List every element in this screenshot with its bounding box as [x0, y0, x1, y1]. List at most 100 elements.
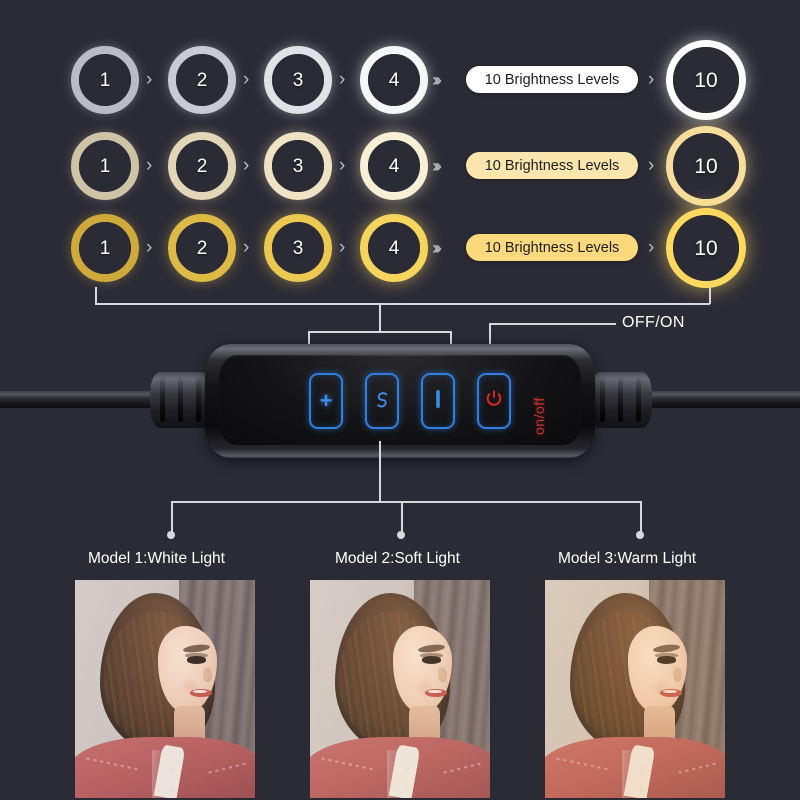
- brightness-row-white: 1 › 2 › 3 › 4 ››› 10 Brightness Levels ›…: [0, 32, 800, 128]
- onoff-silkscreen-text: on/off: [531, 397, 547, 435]
- ring-step: 1: [71, 46, 139, 114]
- ring-number: 3: [292, 237, 304, 259]
- ring-number: 2: [196, 69, 208, 91]
- brightness-row-soft: 1 › 2 › 3 › 4 ››› 10 Brightness Levels ›…: [0, 118, 800, 214]
- ring-step: 4: [360, 214, 428, 282]
- model-label-3: Model 3:Warm Light: [558, 550, 697, 567]
- ring-band: [168, 214, 236, 282]
- chevron-right-icon: ›: [243, 69, 250, 90]
- callout-dot: [167, 531, 175, 539]
- ring-core: [176, 222, 228, 274]
- ring-band: [666, 40, 746, 120]
- ring-band: [71, 132, 139, 200]
- ring-number: 2: [196, 237, 208, 259]
- inline-controller-module: +: [205, 344, 595, 458]
- power-cable-right: [628, 391, 800, 408]
- ring-band: [666, 126, 746, 206]
- ring-core: [368, 140, 420, 192]
- ring-band: [360, 132, 428, 200]
- color-mode-icon: [372, 389, 392, 413]
- ring-number: 4: [388, 69, 400, 91]
- ring-number: 1: [99, 155, 111, 177]
- chevron-triple-icon: ›››: [432, 238, 442, 258]
- power-icon: [484, 389, 504, 413]
- ring-step: 3: [264, 214, 332, 282]
- ring-core: [79, 140, 131, 192]
- ring-number: 1: [99, 69, 111, 91]
- cable-strain-relief-right: [590, 372, 652, 428]
- ring-step: 2: [168, 214, 236, 282]
- ring-number: 1: [99, 237, 111, 259]
- ring-core: [272, 222, 324, 274]
- brightness-up-button[interactable]: +: [309, 373, 343, 429]
- minus-bar-icon: [434, 388, 442, 415]
- ring-core: [673, 215, 739, 281]
- callout-dot: [636, 531, 644, 539]
- model-label-1: Model 1:White Light: [88, 550, 225, 567]
- ring-band: [360, 46, 428, 114]
- sample-photo-soft-light: [310, 580, 490, 798]
- ring-band: [168, 46, 236, 114]
- pill-label: 10 Brightness Levels: [484, 239, 620, 256]
- ring-core: [272, 140, 324, 192]
- ring-step: 3: [264, 46, 332, 114]
- portrait-scene: [310, 580, 490, 798]
- power-cable-left: [0, 391, 176, 408]
- ring-band: [264, 132, 332, 200]
- brightness-down-button[interactable]: [421, 373, 455, 429]
- ring-number: 2: [196, 155, 208, 177]
- chevron-right-icon: ›: [339, 155, 346, 176]
- ring-core: [176, 54, 228, 106]
- model-label-2: Model 2:Soft Light: [335, 550, 460, 567]
- ring-number: 4: [388, 237, 400, 259]
- chevron-right-icon: ›: [648, 69, 655, 90]
- chevron-right-icon: ›: [146, 69, 153, 90]
- ring-step: 1: [71, 132, 139, 200]
- ring-number: 10: [694, 154, 718, 178]
- ring-core: [272, 54, 324, 106]
- ring-core: [368, 54, 420, 106]
- portrait-scene: [545, 580, 725, 798]
- ring-band: [71, 46, 139, 114]
- color-mode-button[interactable]: [365, 373, 399, 429]
- ring-core: [673, 133, 739, 199]
- chevron-right-icon: ›: [243, 237, 250, 258]
- chevron-right-icon: ›: [146, 155, 153, 176]
- offon-label: OFF/ON: [622, 314, 685, 331]
- ring-step: 3: [264, 132, 332, 200]
- callout-dot: [397, 531, 405, 539]
- ring-band: [666, 208, 746, 288]
- chevron-right-icon: ›: [648, 237, 655, 258]
- ring-step: 2: [168, 132, 236, 200]
- chevron-right-icon: ›: [146, 237, 153, 258]
- chevron-right-icon: ›: [648, 155, 655, 176]
- ring-core: [673, 47, 739, 113]
- ring-core: [176, 140, 228, 192]
- pill-label: 10 Brightness Levels: [484, 71, 620, 88]
- pill-label: 10 Brightness Levels: [484, 157, 620, 174]
- ring-band: [360, 214, 428, 282]
- ring-number: 10: [694, 68, 718, 92]
- ring-step: 4: [360, 132, 428, 200]
- ring-core: [79, 54, 131, 106]
- ring-band: [264, 214, 332, 282]
- plus-icon: +: [319, 388, 333, 413]
- chevron-right-icon: ›: [339, 237, 346, 258]
- ring-band: [168, 132, 236, 200]
- power-button[interactable]: [477, 373, 511, 429]
- brightness-levels-pill: 10 Brightness Levels: [466, 234, 638, 261]
- ring-step: 4: [360, 46, 428, 114]
- ring-band: [71, 214, 139, 282]
- ring-step: 1: [71, 214, 139, 282]
- chevron-triple-icon: ›››: [432, 70, 442, 90]
- ring-number: 10: [694, 236, 718, 260]
- sample-photo-warm-light: [545, 580, 725, 798]
- ring-core: [368, 222, 420, 274]
- ring-step-final: 10: [666, 126, 746, 206]
- ring-number: 3: [292, 69, 304, 91]
- brightness-levels-pill: 10 Brightness Levels: [466, 66, 638, 93]
- ring-band: [264, 46, 332, 114]
- ring-core: [79, 222, 131, 274]
- ring-step-final: 10: [666, 40, 746, 120]
